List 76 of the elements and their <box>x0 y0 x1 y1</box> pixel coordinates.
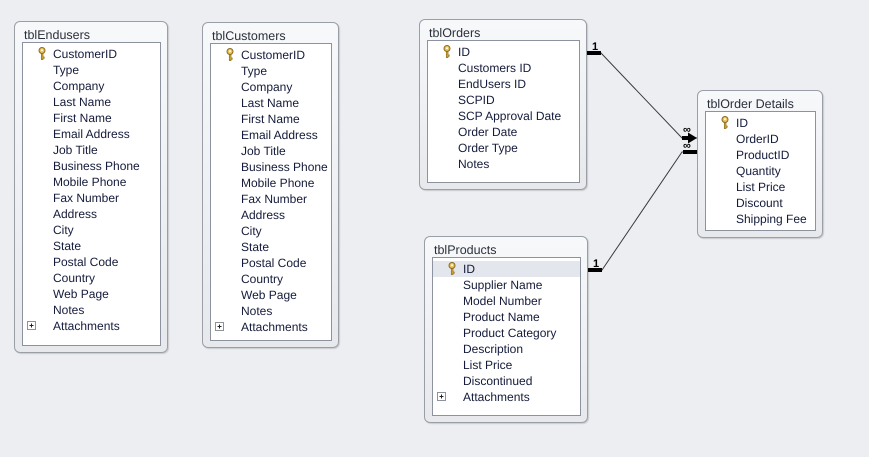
table-title: tblCustomers <box>212 29 286 43</box>
table-window <box>697 90 823 238</box>
table-window <box>14 21 168 353</box>
field-name: CustomerID <box>241 48 306 62</box>
field-name: City <box>53 223 74 237</box>
field-name: CustomerID <box>53 47 118 61</box>
field-name: Job Title <box>53 143 98 157</box>
field-name: Mobile Phone <box>53 175 126 189</box>
field-name: Customers ID <box>458 61 532 75</box>
field-name: Notes <box>458 157 490 171</box>
field-name: Email Address <box>241 128 318 142</box>
table-title: tblOrder Details <box>707 97 794 111</box>
table-window <box>424 236 588 423</box>
field-name: Last Name <box>53 95 112 109</box>
field-name: ID <box>736 116 748 130</box>
field-name: State <box>241 240 270 254</box>
field-name: Notes <box>53 303 84 317</box>
field-name: Postal Code <box>53 255 118 269</box>
field-name: ID <box>458 45 470 59</box>
field-name: Last Name <box>241 96 300 110</box>
field-name: Discontinued <box>463 374 532 388</box>
field-name: OrderID <box>736 132 779 146</box>
field-name: Product Name <box>463 310 540 324</box>
field-name: Product Category <box>463 326 556 340</box>
field-name: Postal Code <box>241 256 306 270</box>
field-name: Model Number <box>463 294 542 308</box>
field-name: Fax Number <box>53 191 120 205</box>
field-name: Web Page <box>241 288 297 302</box>
field-name: SCP Approval Date <box>458 109 562 123</box>
field-name: ID <box>463 262 475 276</box>
field-name: First Name <box>241 112 300 126</box>
table-window <box>202 22 339 348</box>
relationship-line <box>585 51 698 144</box>
field-name: Supplier Name <box>463 278 542 292</box>
field-name: Mobile Phone <box>241 176 314 190</box>
cardinality-label: ∞ <box>683 141 691 151</box>
cardinality-label: 1 <box>593 259 600 269</box>
field-name: Address <box>53 207 98 221</box>
cardinality-label: ∞ <box>683 125 691 135</box>
table-title: tblProducts <box>434 243 497 257</box>
field-name: State <box>53 239 82 253</box>
field-name: Notes <box>241 304 272 318</box>
field-name: ProductID <box>736 148 790 162</box>
field-name: SCPID <box>458 93 495 107</box>
field-name: Country <box>241 272 284 286</box>
field-name: Attachments <box>53 319 120 333</box>
field-name: Order Date <box>458 125 518 139</box>
field-name: Shipping Fee <box>736 212 807 226</box>
field-name: EndUsers ID <box>458 77 526 91</box>
field-name: List Price <box>463 358 512 372</box>
field-name: Company <box>241 80 292 94</box>
field-name: Business Phone <box>241 160 328 174</box>
field-name: Job Title <box>241 144 286 158</box>
field-name: Country <box>53 271 96 285</box>
relationship-line <box>586 150 699 272</box>
field-name: Address <box>241 208 286 222</box>
field-name: Attachments <box>241 320 308 334</box>
table-title: tblEndusers <box>24 28 90 42</box>
cardinality-label: 1 <box>592 42 598 52</box>
field-name: List Price <box>736 180 786 194</box>
field-name: Business Phone <box>53 159 140 173</box>
field-name: First Name <box>53 111 112 125</box>
field-name: Email Address <box>53 127 130 141</box>
field-name: Type <box>53 63 80 77</box>
field-name: Web Page <box>53 287 109 301</box>
field-name: Description <box>463 342 524 356</box>
field-name: Order Type <box>458 141 518 155</box>
field-name: Attachments <box>463 390 530 404</box>
field-name: Company <box>53 79 104 93</box>
field-name: Quantity <box>736 164 781 178</box>
table-window <box>419 19 587 190</box>
field-name: City <box>241 224 262 238</box>
field-name: Fax Number <box>241 192 308 206</box>
field-name: Discount <box>736 196 783 210</box>
table-title: tblOrders <box>429 26 480 40</box>
field-name: Type <box>241 64 268 78</box>
